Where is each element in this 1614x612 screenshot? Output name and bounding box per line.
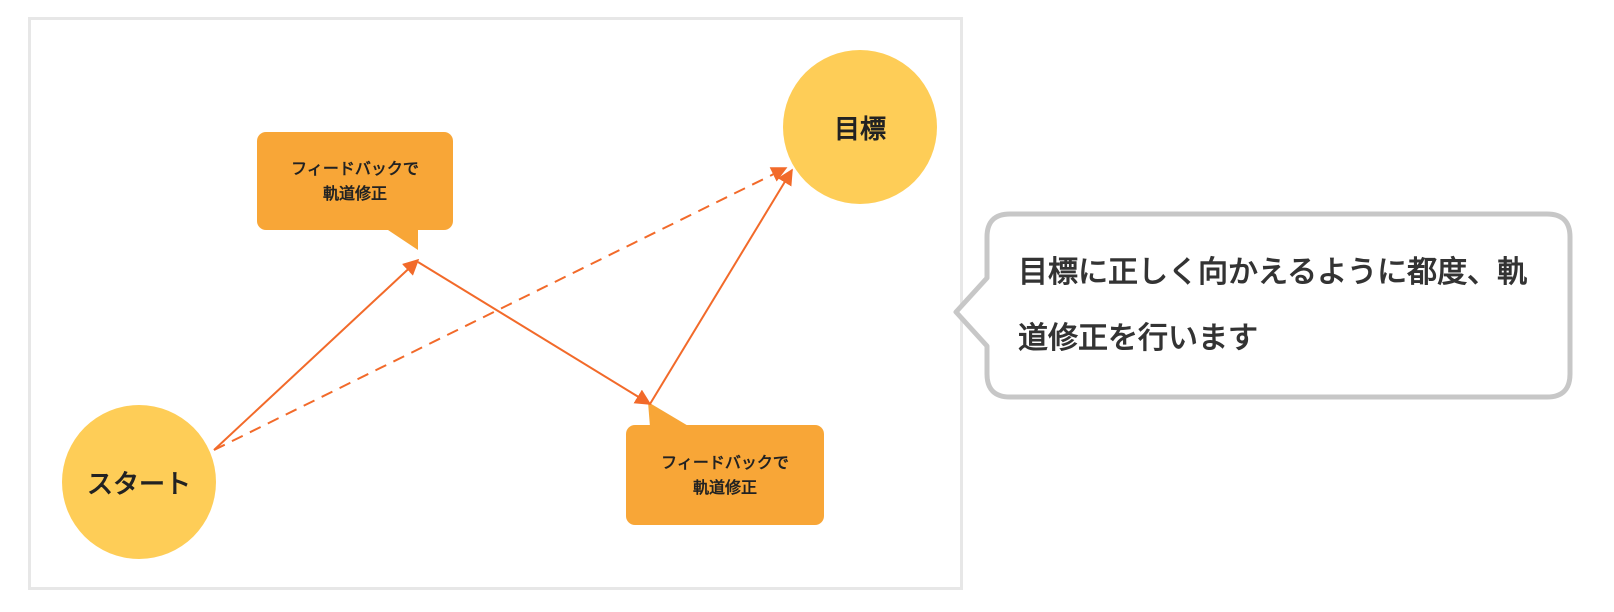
arrow-feedback-2-to-goal <box>649 168 793 405</box>
note-bubble <box>953 211 1573 400</box>
arrow-start-to-feedback-1 <box>213 258 420 451</box>
dashed-arrow-start-to-goal <box>213 167 788 451</box>
start-label: スタート <box>86 469 191 500</box>
goal-node: 目標 <box>783 50 937 204</box>
goal-label: 目標 <box>833 114 886 145</box>
arrow-feedback-1-to-feedback-2 <box>417 261 652 405</box>
feedback-callout-1 <box>257 132 453 250</box>
start-node: スタート <box>62 405 216 559</box>
feedback-callout-2 <box>626 402 824 525</box>
